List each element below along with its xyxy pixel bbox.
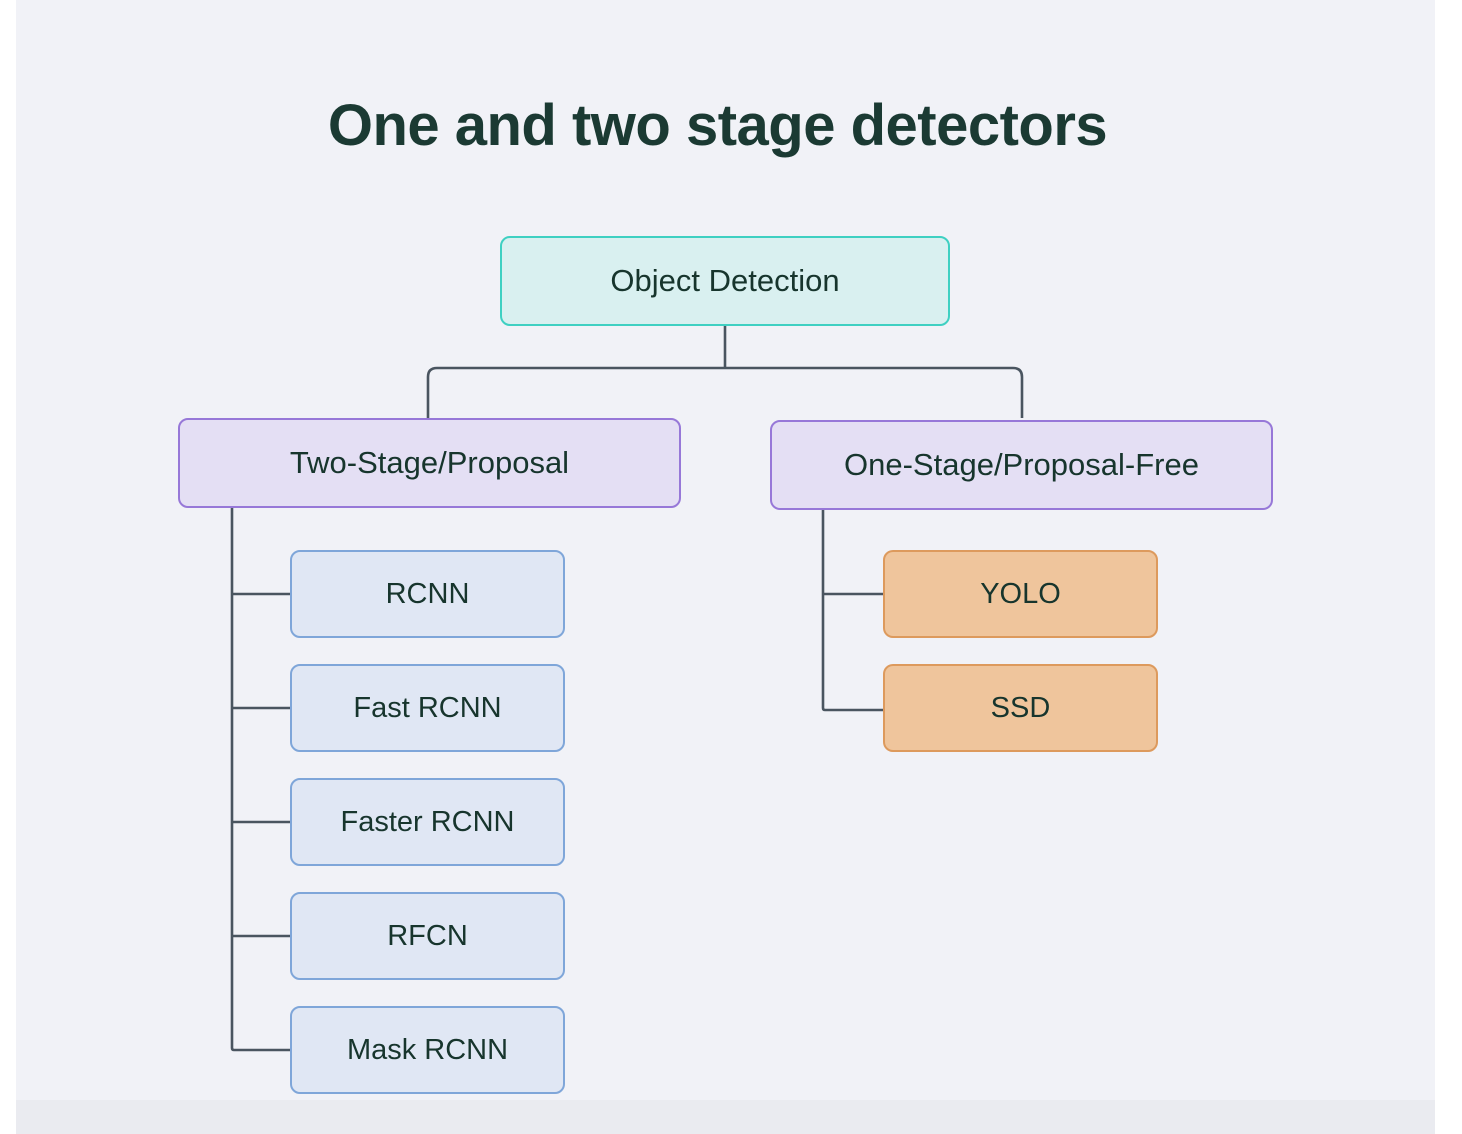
slide-bottom-band <box>16 1100 1435 1134</box>
node-object-detection[interactable]: Object Detection <box>500 236 950 326</box>
node-label: Faster RCNN <box>340 805 515 838</box>
node-label: One-Stage/Proposal-Free <box>844 447 1199 482</box>
node-label: Fast RCNN <box>353 691 502 724</box>
node-yolo[interactable]: YOLO <box>883 550 1158 638</box>
node-mask-rcnn[interactable]: Mask RCNN <box>290 1006 565 1094</box>
node-label: RCNN <box>385 577 470 610</box>
node-rcnn[interactable]: RCNN <box>290 550 565 638</box>
node-two-stage-proposal[interactable]: Two-Stage/Proposal <box>178 418 681 508</box>
node-label: RFCN <box>387 919 468 952</box>
node-one-stage-proposal-free[interactable]: One-Stage/Proposal-Free <box>770 420 1273 510</box>
node-ssd[interactable]: SSD <box>883 664 1158 752</box>
node-label: Two-Stage/Proposal <box>289 445 570 480</box>
node-label: Object Detection <box>610 263 840 298</box>
node-label: SSD <box>990 691 1051 724</box>
node-fast-rcnn[interactable]: Fast RCNN <box>290 664 565 752</box>
node-label: Mask RCNN <box>346 1033 509 1066</box>
slide-surface <box>16 0 1435 1126</box>
node-faster-rcnn[interactable]: Faster RCNN <box>290 778 565 866</box>
page-title: One and two stage detectors <box>327 93 1108 158</box>
node-rfcn[interactable]: RFCN <box>290 892 565 980</box>
node-label: YOLO <box>980 577 1061 610</box>
